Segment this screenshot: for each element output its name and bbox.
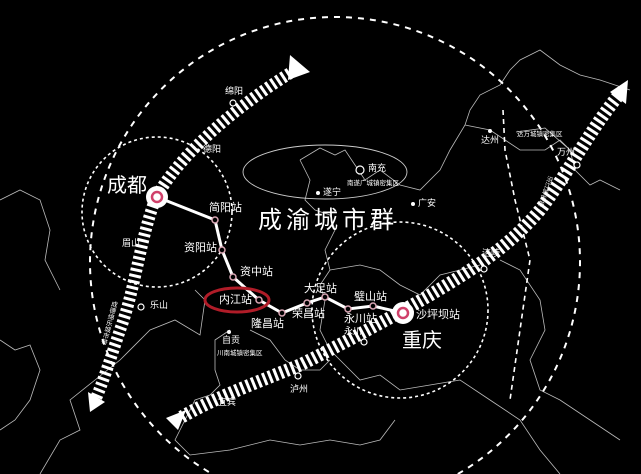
station-rongchang[interactable]: 荣昌站 (292, 307, 325, 320)
chengdu-hub-icon (146, 186, 168, 208)
station-zizhong[interactable]: 资中站 (240, 265, 273, 278)
arrowhead-north (288, 55, 310, 80)
chongqing-circle (311, 221, 489, 399)
region-nansuiguang: 南遂广城镇密集区 (347, 179, 399, 187)
place-guangan: 广安 (418, 199, 437, 209)
region-dawan: 达万城镇密集区 (517, 130, 563, 138)
station-bishan[interactable]: 璧山站 (354, 290, 387, 303)
place-nanchong: 南充 (368, 164, 387, 174)
place-dazhou: 达州 (481, 136, 500, 146)
city-chengdu: 成都 (107, 173, 147, 197)
rail-corridors (90, 64, 624, 424)
station-yongchuan[interactable]: 永川站 (344, 312, 377, 325)
place-zigong: 自贡 (222, 336, 241, 346)
station-shapingba[interactable]: 沙坪坝站 (416, 308, 460, 321)
place-yibin: 宜宾 (218, 398, 237, 408)
chongqing-hub-ring (396, 306, 410, 320)
place-luzhou: 泸州 (290, 385, 309, 395)
station-dazu[interactable]: 大足站 (304, 282, 337, 295)
city-chongqing: 重庆 (402, 328, 442, 352)
dashed-link (502, 109, 531, 401)
station-longchang[interactable]: 隆昌站 (251, 317, 284, 330)
place-deyang: 德阳 (203, 145, 222, 155)
chengdu-hub-ring (150, 190, 164, 204)
arrowhead-east (610, 80, 628, 104)
chongqing-hub-icon (392, 302, 414, 324)
station-ziyang[interactable]: 资阳站 (184, 241, 217, 254)
place-leshan: 乐山 (150, 301, 169, 311)
place-mianyang: 绵阳 (225, 87, 244, 97)
city-dots (227, 129, 492, 334)
city-cluster-circle (89, 16, 581, 474)
place-fuling: 涪陵 (482, 249, 501, 259)
station-neijiang[interactable]: 内江站 (219, 293, 252, 306)
place-suining: 遂宁 (323, 188, 342, 198)
region-chuannan: 川南城镇密集区 (217, 349, 263, 357)
place-yongchuan: 永川 (344, 327, 363, 337)
city-markers (137, 99, 581, 380)
nansuiguang-area (242, 144, 408, 200)
arrowhead-west (166, 410, 186, 430)
arrowhead-south (88, 392, 105, 412)
neijiang-highlight (203, 286, 271, 314)
place-wanzhou: 万州 (557, 148, 576, 158)
place-meishan: 眉山 (122, 239, 141, 249)
map-title: 成渝城市群 (258, 206, 398, 234)
dawan-area (515, 127, 571, 151)
boundaries (0, 49, 631, 474)
station-jianyang[interactable]: 简阳站 (209, 201, 242, 214)
chengdu-circle (81, 136, 233, 288)
station-markers (211, 216, 377, 317)
